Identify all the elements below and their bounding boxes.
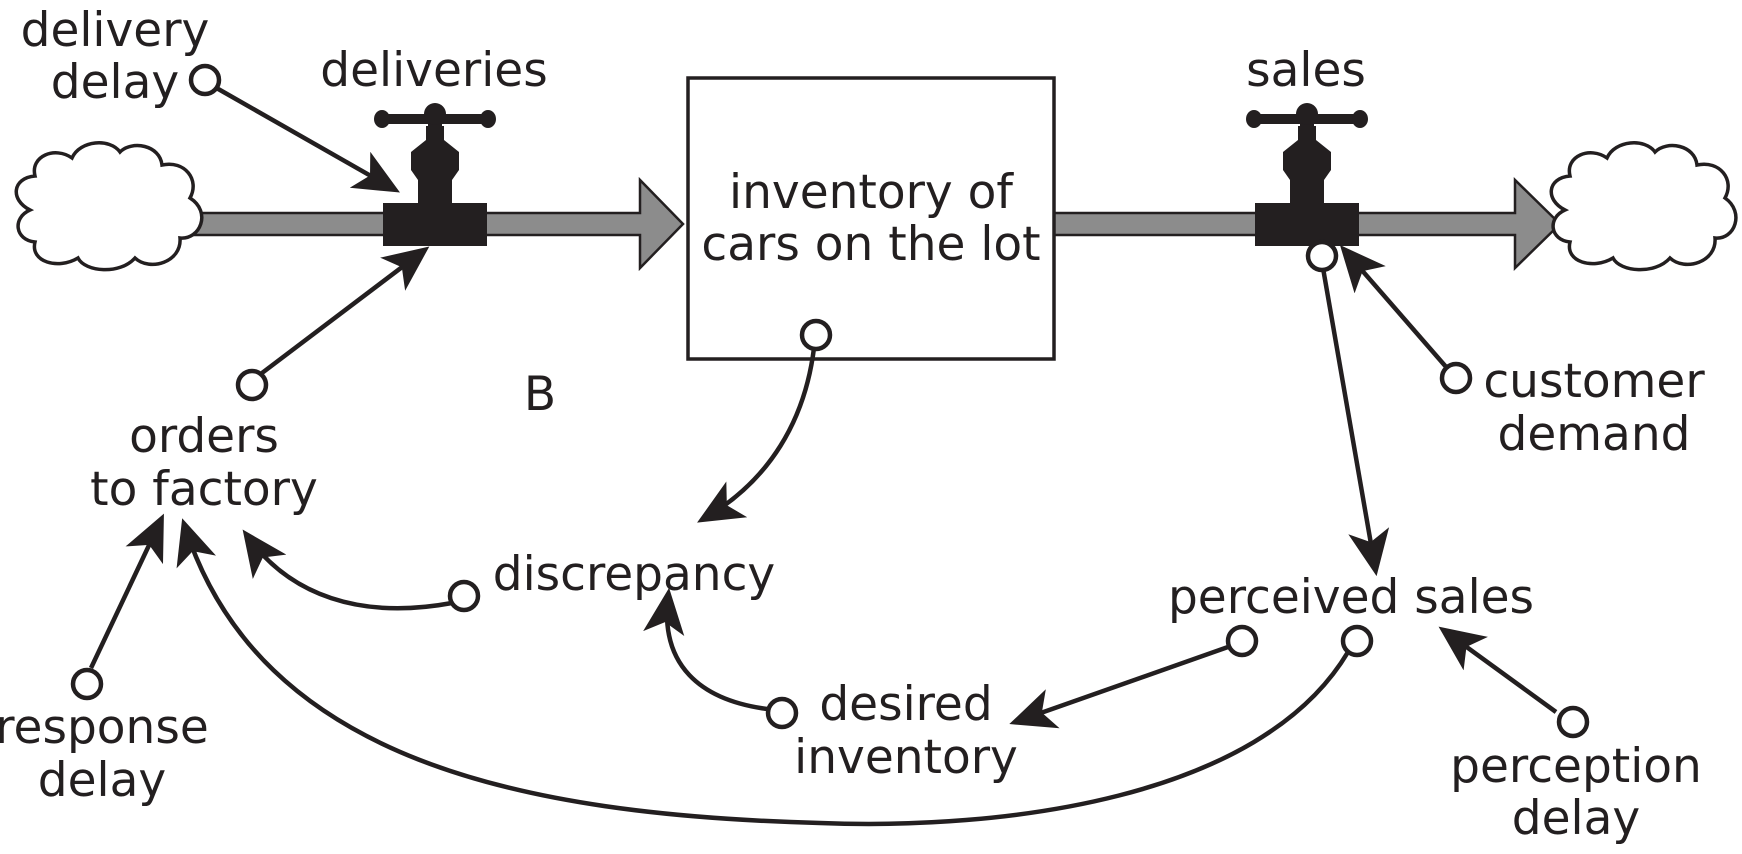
causal-links (88, 84, 1558, 827)
origin-discrepancy (447, 579, 481, 613)
link-perceived-sales-to-desired-inventory (1009, 644, 1229, 729)
origin-desired-inventory-source (765, 696, 799, 730)
link-inventory-to-discrepancy (697, 347, 817, 523)
link-desired-inventory-to-discrepancy (643, 587, 768, 712)
link-delivery-delay-to-deliveries (211, 84, 400, 193)
link-orders-to-deliveries (260, 246, 430, 375)
link-origins (70, 63, 1590, 739)
desired-inventory-label-line1: desired (819, 677, 992, 732)
valve-icon (1246, 103, 1368, 246)
customer-demand-label-line1: customer (1483, 354, 1705, 409)
link-perceived-sales-to-orders (176, 518, 1350, 827)
valve-icon (374, 103, 496, 246)
link-perception-delay-to-perceived-sales (1438, 626, 1558, 714)
origin-response-delay (70, 667, 104, 701)
labels: inventory of cars on the lot deliveries … (0, 3, 1705, 846)
origin-orders (235, 368, 269, 402)
origin-sales (1305, 239, 1339, 273)
orders-label-line1: orders (129, 409, 279, 464)
orders-label-line2: to factory (90, 462, 318, 517)
delivery-delay-label-line1: delivery (21, 3, 210, 58)
origin-customer-demand (1439, 361, 1473, 395)
link-discrepancy-to-orders (242, 529, 453, 611)
outflow-label: sales (1246, 43, 1366, 98)
stock-label-line2: cars on the lot (701, 217, 1040, 272)
stock-label-line1: inventory of (729, 165, 1014, 220)
stock-box (686, 76, 1056, 361)
discrepancy-label: discrepancy (493, 547, 776, 602)
link-sales-to-perceived-sales (1320, 267, 1390, 577)
perceived-sales-label: perceived sales (1168, 570, 1534, 625)
delivery-delay-label-line2: delay (51, 55, 179, 110)
cloud-source-icon (14, 141, 204, 272)
response-delay-label-line1: response (0, 700, 209, 755)
inflow-label: deliveries (320, 43, 547, 98)
perception-delay-label-line1: perception (1450, 739, 1702, 794)
perception-delay-label-line2: delay (1512, 791, 1640, 846)
customer-demand-label-line2: demand (1498, 407, 1691, 462)
desired-inventory-label-line2: inventory (794, 730, 1018, 785)
response-delay-label-line2: delay (38, 753, 166, 808)
link-response-delay-to-orders (88, 513, 164, 669)
origin-perceived-sales-b (1340, 624, 1374, 658)
link-customer-demand-to-sales (1339, 245, 1449, 370)
origin-delivery-delay (188, 63, 222, 97)
origin-perceived-sales-a (1225, 624, 1259, 658)
origin-perception-delay (1556, 705, 1590, 739)
loop-label: B (524, 367, 556, 422)
cloud-sink-icon (1549, 141, 1738, 272)
origin-inventory (799, 318, 833, 352)
